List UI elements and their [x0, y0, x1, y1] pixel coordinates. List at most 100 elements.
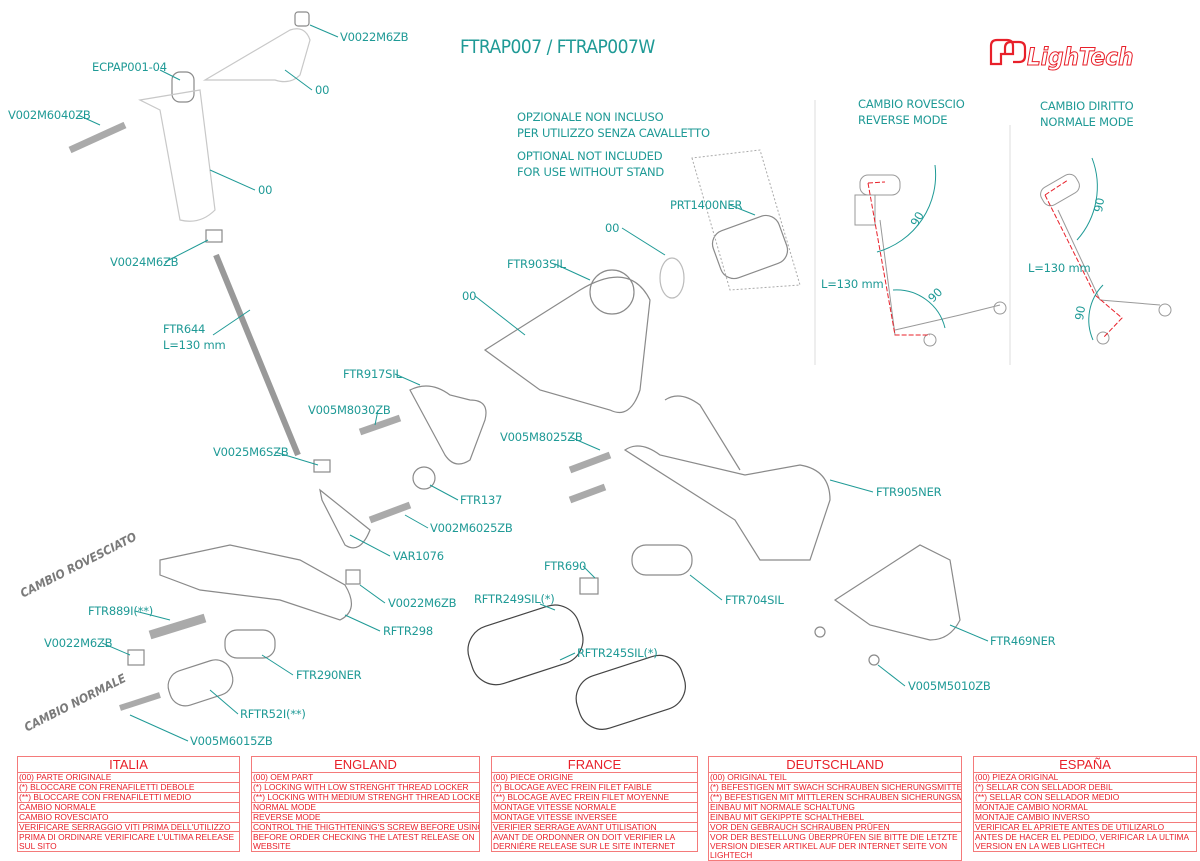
legend-country: ESPAÑA	[974, 757, 1196, 773]
inset-normal-angle: 90	[1090, 196, 1108, 214]
legend-row: MONTAGE VITESSE INVERSEE	[492, 813, 697, 823]
part-label: V0025M6SZB	[213, 445, 289, 459]
part-label: ECPAP001-04	[92, 60, 167, 74]
part-label: 00	[605, 221, 620, 235]
legend-country: ENGLAND	[252, 757, 479, 773]
screw-part	[868, 654, 880, 666]
inset-normal-title: CAMBIO DIRITTO	[1040, 99, 1134, 113]
rod-end-part	[319, 488, 371, 549]
footpeg-part	[467, 604, 584, 686]
nut-part	[579, 577, 599, 595]
plate-hole	[589, 269, 635, 315]
part-label: 00	[462, 289, 477, 303]
legend-row: REVERSE MODE	[252, 813, 479, 823]
part-label: V002M6025ZB	[430, 521, 513, 535]
footpeg-part	[575, 654, 686, 730]
legend-row: ANTES DE HACER EL PEDIDO, VERIFICAR LA U…	[975, 832, 1189, 852]
peg-bolt-part	[148, 613, 207, 640]
legend-row: VOR DEN GEBRAUCH SCHRAUBEN PRÜFEN	[709, 823, 961, 833]
legend-row: (00) PARTE ORIGINALE	[18, 773, 239, 783]
legend-row: NORMAL MODE	[252, 803, 479, 813]
legend-row: (*) LOCKING WITH LOW STRENGHT THREAD LOC…	[252, 783, 479, 793]
rod-part	[213, 253, 301, 457]
part-label: V005M8025ZB	[500, 430, 583, 444]
peg-part	[167, 659, 234, 707]
part-label: V0022M6ZB	[44, 636, 113, 650]
spacer-part	[711, 214, 789, 280]
bracket-part	[409, 385, 487, 465]
part-label: V0022M6ZB	[340, 30, 409, 44]
logo-text: LighTech	[1026, 43, 1134, 72]
part-label: FTR903SIL	[507, 257, 566, 271]
lightech-logo: LighTech	[985, 38, 1134, 72]
part-label: V002M6040ZB	[8, 108, 91, 122]
legend-row: (**) BEFESTIGEN MIT MITTLEREN SCHRAUBEN …	[709, 792, 961, 803]
rearset-plate-part	[623, 445, 831, 561]
screw-part	[814, 626, 826, 638]
legend-row: (**) SELLAR CON SELLADOR MEDIO	[974, 793, 1196, 803]
part-label: FTR917SIL	[343, 367, 402, 381]
legend-country: ITALIA	[18, 757, 239, 773]
part-label: RFTR298	[383, 624, 433, 638]
rearset-arm-part	[664, 395, 741, 471]
shift-lever-part	[159, 544, 352, 621]
legend-row: EINBAU MIT NORMALE SCHALTUNG	[709, 803, 961, 813]
legend-row: EINBAU MIT GEKIPPTE SCHALTHEBEL	[709, 813, 961, 823]
part-label: V0024M6ZB	[110, 255, 179, 269]
legend-row: CONTROL THE THIGTHTENING'S SCREW BEFORE …	[252, 822, 479, 833]
legend-row: AVANT DE ORDONNER ON DOIT VERIFIER LA DE…	[493, 832, 675, 852]
part-label: RFTR245SIL(*)	[577, 646, 658, 660]
part-label: FTR690	[544, 559, 587, 573]
nut-part	[313, 459, 331, 473]
legend-row: VERIFIER SERRAGE AVANT UTILISATION	[492, 823, 697, 833]
legend-row: (**) BLOCAGE AVEC FREIN FILET MOYENNE	[492, 793, 697, 803]
legend-table-españa: ESPAÑA(00) PIEZA ORIGINAL(*) SELLAR CON …	[973, 756, 1197, 853]
part-label: FTR905NER	[876, 485, 942, 499]
legend-row: VOR DER BESTELLUNG ÜBERPRÜFEN SIE BITTE …	[710, 832, 958, 861]
part-label: FTR644	[163, 322, 206, 336]
part-label: V005M8030ZB	[308, 403, 391, 417]
legend-table-france: FRANCE(00) PIECE ORIGINE(*) BLOCAGE AVEC…	[491, 756, 698, 853]
part-label: FTR137	[460, 493, 503, 507]
legend-row: MONTAJE CAMBIO INVERSO	[974, 813, 1196, 823]
oem-washer-part	[659, 257, 685, 299]
legend-row: (00) PIEZA ORIGINAL	[974, 773, 1196, 783]
legend-row: (**) LOCKING WITH MEDIUM STRENGHT THREAD…	[252, 792, 479, 803]
legend-row: VERIFICARE SERRAGGIO VITI PRIMA DELL'UTI…	[18, 823, 239, 833]
part-label: VAR1076	[393, 549, 444, 563]
bolt-part	[119, 692, 161, 711]
part-label: PRT1400NER	[670, 198, 743, 212]
inset-normal-length: L=130 mm	[1028, 261, 1091, 275]
part-label: FTR469NER	[990, 634, 1056, 648]
legend-table-italia: ITALIA(00) PARTE ORIGINALE(*) BLOCCARE C…	[17, 756, 240, 853]
legend-row: CAMBIO NORMALE	[18, 803, 239, 813]
part-label: FTR290NER	[296, 668, 362, 682]
legend-row: (**) BLOCCARE CON FRENAFILETTI MEDIO	[18, 793, 239, 803]
legend-row: (*) BEFESTIGEN MIT SWACH SCHRAUBEN SICHE…	[709, 782, 961, 793]
inset-reverse-subtitle: REVERSE MODE	[858, 113, 948, 127]
legend-row: VERIFICAR EL APRIETE ANTES DE UTILIZARLO	[974, 823, 1196, 833]
optional-note-1: OPZIONALE NON INCLUSO	[517, 110, 664, 124]
drawing-title: FTRAP007 / FTRAP007W	[460, 36, 655, 58]
bracket-part	[224, 629, 276, 659]
legend-row: PRIMA DI ORDINARE VERIFICARE L'ULTIMA RE…	[19, 832, 235, 852]
spacer-part	[171, 71, 195, 103]
oem-clamp-part	[202, 28, 311, 83]
bracket-part	[631, 544, 693, 576]
part-label: FTR889I(**)	[88, 604, 154, 618]
legend-row: MONTAJE CAMBIO NORMAL	[974, 803, 1196, 813]
part-label: FTR704SIL	[725, 593, 784, 607]
bolt-part	[368, 501, 412, 524]
part-label: V005M6015ZB	[190, 734, 273, 748]
legend-row: BEFORE ORDER CHECKING THE LATEST RELEASE…	[253, 832, 475, 852]
nut-part	[345, 569, 361, 585]
bushing-part	[412, 466, 436, 490]
inset-reverse-title: CAMBIO ROVESCIO	[858, 97, 965, 111]
legend-row: (*) SELLAR CON SELLADOR DEBIL	[974, 783, 1196, 793]
inset-normal-angle: 90	[1071, 304, 1089, 322]
legend-table-england: ENGLAND(00) OEM PART(*) LOCKING WITH LOW…	[251, 756, 480, 853]
leader-lines	[77, 24, 989, 742]
optional-note-3: OPTIONAL NOT INCLUDED	[517, 149, 663, 163]
part-label: L=130 mm	[163, 338, 226, 352]
part-label: V0022M6ZB	[388, 596, 457, 610]
